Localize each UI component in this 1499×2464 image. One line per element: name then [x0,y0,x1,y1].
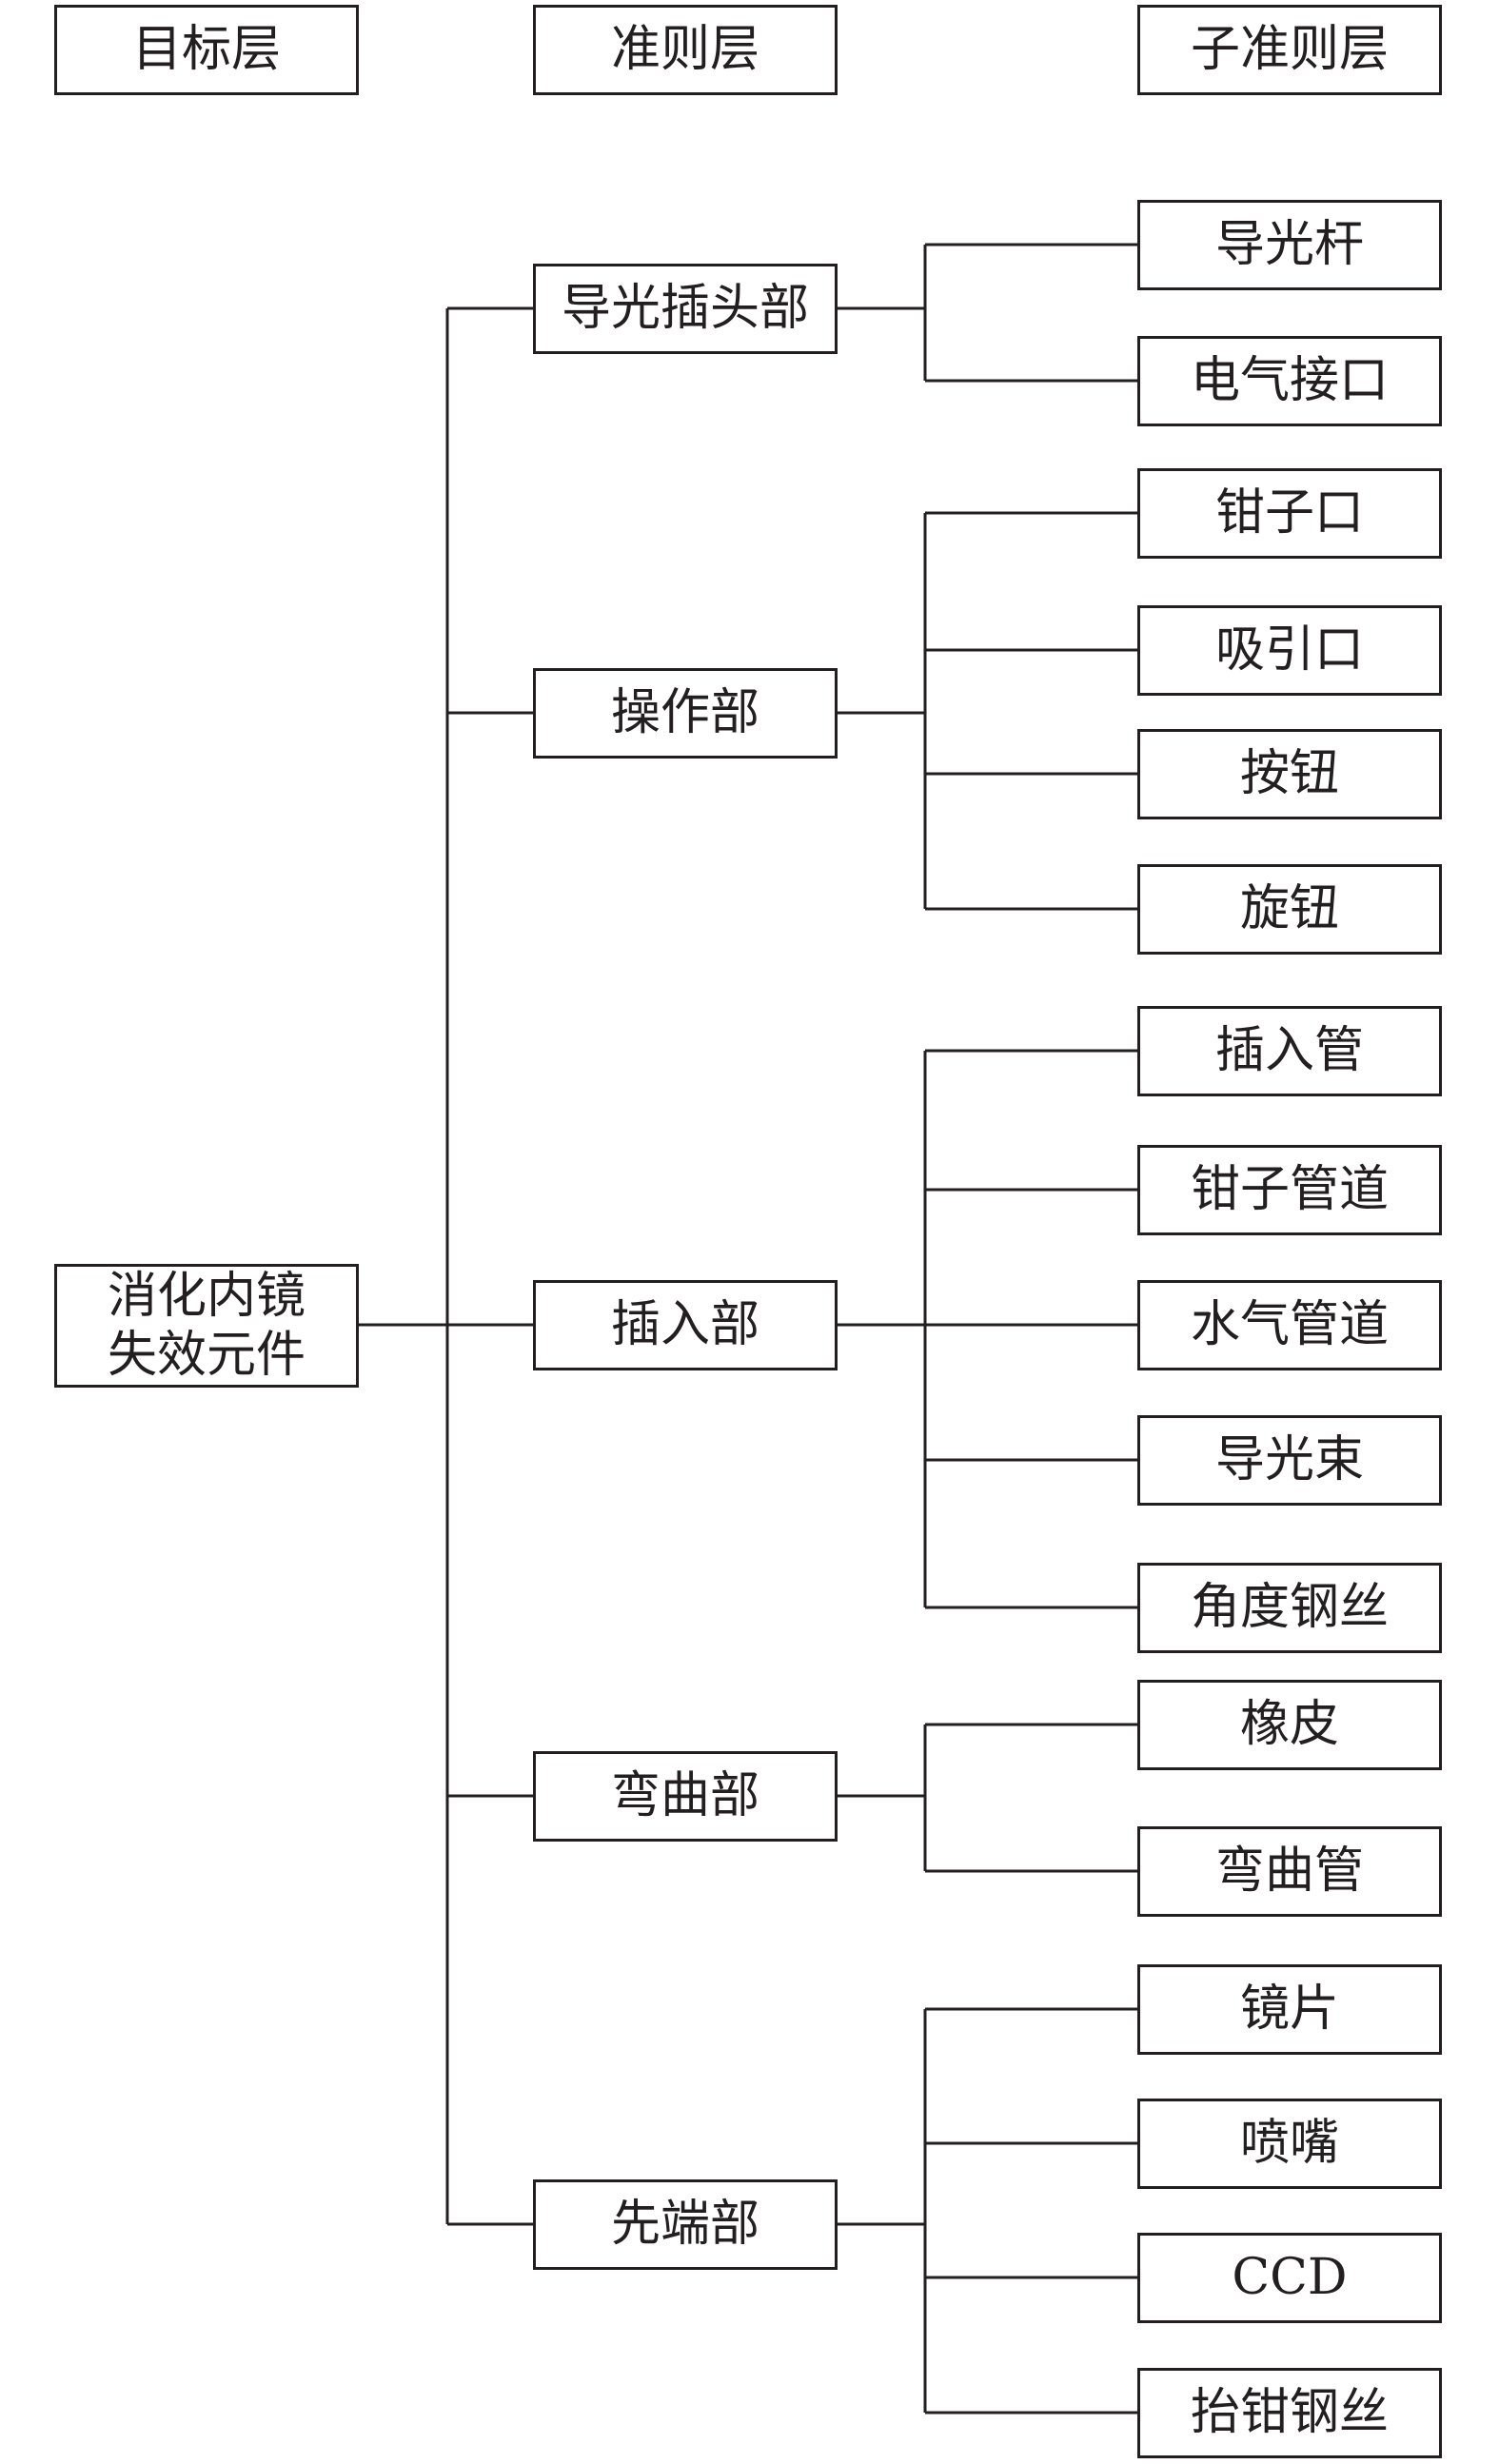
subcriteria-node-label: 插入管 [1214,1022,1364,1080]
criteria-node-bending-section: 弯曲部 [533,1751,838,1842]
subcriteria-node-label: CCD [1232,2249,1348,2307]
subcriteria-node-label: 弯曲管 [1214,1843,1364,1901]
subcriteria-node-label: 旋钮 [1239,880,1339,938]
header-subcriteria-label: 子准则层 [1190,21,1389,79]
subcriteria-node: 导光杆 [1137,200,1442,290]
subcriteria-node-label: 导光束 [1214,1431,1364,1489]
subcriteria-node: 电气接口 [1137,336,1442,426]
subcriteria-node-label: 按钮 [1239,745,1339,803]
criteria-node-label: 操作部 [610,684,759,742]
subcriteria-node-label: 钳子口 [1214,484,1364,542]
root-node: 消化内镜 失效元件 [54,1264,359,1388]
criteria-node-label: 插入部 [610,1296,759,1354]
header-subcriteria-layer: 子准则层 [1137,5,1442,95]
criteria-node-label: 弯曲部 [610,1767,759,1825]
header-goal-label: 目标层 [131,21,281,79]
subcriteria-node-label: 橡皮 [1239,1696,1339,1754]
header-criteria-layer: 准则层 [533,5,838,95]
subcriteria-node: 橡皮 [1137,1680,1442,1770]
subcriteria-node: 水气管道 [1137,1280,1442,1370]
subcriteria-node: 吸引口 [1137,605,1442,696]
header-criteria-label: 准则层 [610,21,759,79]
subcriteria-node-label: 钳子管道 [1190,1161,1389,1219]
subcriteria-node: 喷嘴 [1137,2099,1442,2189]
subcriteria-node-label: 角度钢丝 [1190,1579,1389,1637]
subcriteria-node-label: 导光杆 [1214,216,1364,274]
subcriteria-node-label: 镜片 [1239,1981,1339,2039]
criteria-node-insertion-section: 插入部 [533,1280,838,1370]
subcriteria-node-label: 喷嘴 [1239,2115,1339,2173]
subcriteria-node: 弯曲管 [1137,1826,1442,1917]
criteria-node-distal-end: 先端部 [533,2179,838,2270]
criteria-node-label: 先端部 [610,2196,759,2254]
criteria-node-label: 导光插头部 [561,280,809,338]
header-goal-layer: 目标层 [54,5,359,95]
criteria-node-control-section: 操作部 [533,668,838,759]
subcriteria-node: CCD [1137,2233,1442,2323]
criteria-node-light-guide-plug: 导光插头部 [533,264,838,354]
subcriteria-node: 钳子口 [1137,468,1442,559]
subcriteria-node-label: 抬钳钢丝 [1190,2384,1389,2442]
subcriteria-node: 钳子管道 [1137,1145,1442,1235]
subcriteria-node: 旋钮 [1137,864,1442,955]
subcriteria-node: 镜片 [1137,1964,1442,2055]
subcriteria-node: 导光束 [1137,1415,1442,1506]
subcriteria-node: 按钮 [1137,729,1442,819]
subcriteria-node-label: 水气管道 [1190,1296,1389,1354]
subcriteria-node: 角度钢丝 [1137,1563,1442,1653]
subcriteria-node: 抬钳钢丝 [1137,2368,1442,2458]
subcriteria-node-label: 电气接口 [1190,352,1389,410]
subcriteria-node: 插入管 [1137,1006,1442,1096]
subcriteria-node-label: 吸引口 [1214,621,1364,680]
root-node-label: 消化内镜 失效元件 [107,1267,306,1384]
